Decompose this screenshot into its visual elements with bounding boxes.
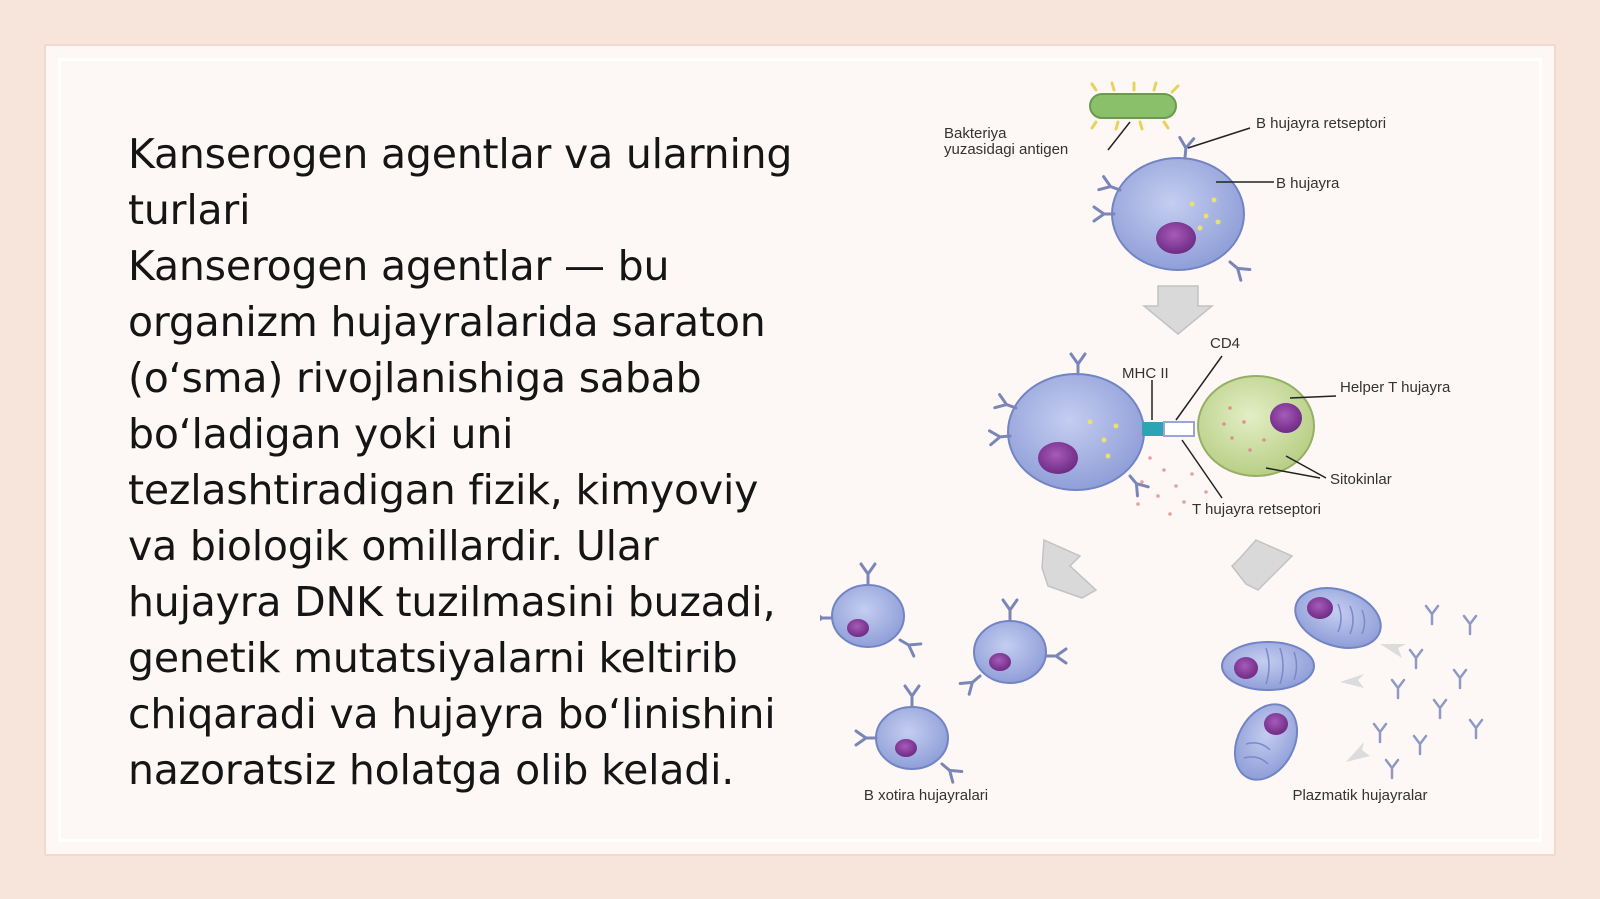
arrow-down-icon <box>1141 285 1215 335</box>
label-cytokines: Sitokinlar <box>1330 471 1392 488</box>
label-b-receptor: B hujayra retseptori <box>1256 115 1386 132</box>
arrow-right-down-icon <box>1231 539 1294 591</box>
slide-text: Kanserogen agentlar va ularning turlari … <box>128 126 808 798</box>
helper-t-cell-icon <box>1197 375 1315 477</box>
label-t-receptor: T hujayra retseptori <box>1192 501 1321 518</box>
label-plasma-cells: Plazmatik hujayralar <box>1292 787 1427 804</box>
immune-response-diagram: Bakteriya yuzasidagi antigen B hujayra r… <box>820 81 1484 804</box>
label-memory-cells: B xotira hujayralari <box>864 787 988 804</box>
label-cd4: CD4 <box>1210 335 1240 352</box>
secretion-arrows-icon <box>1340 644 1406 762</box>
antibodies-icon <box>1372 604 1484 780</box>
label-helper-t: Helper T hujayra <box>1340 379 1451 396</box>
b-cell-icon <box>1092 135 1252 282</box>
memory-b-cells-icon <box>820 562 1068 784</box>
cytokines-dots <box>1136 456 1208 516</box>
slide-paragraph: Kanserogen agentlar — bu organizm hujayr… <box>128 242 776 794</box>
t-receptor-icon <box>1163 421 1195 437</box>
label-antigen-1: Bakteriya <box>944 125 1007 142</box>
mhc-receptor-icon <box>1142 422 1164 436</box>
slide-title: Kanserogen agentlar va ularning turlari <box>128 130 793 234</box>
slide-inner-border <box>58 58 1542 842</box>
label-b-cell: B hujayra <box>1276 175 1340 192</box>
label-mhc: MHC II <box>1122 365 1169 382</box>
plasma-cells-icon <box>1221 587 1382 781</box>
label-antigen-2: yuzasidagi antigen <box>944 141 1068 158</box>
arrow-left-down-icon <box>1041 538 1098 599</box>
bacterium-icon <box>1089 81 1180 131</box>
